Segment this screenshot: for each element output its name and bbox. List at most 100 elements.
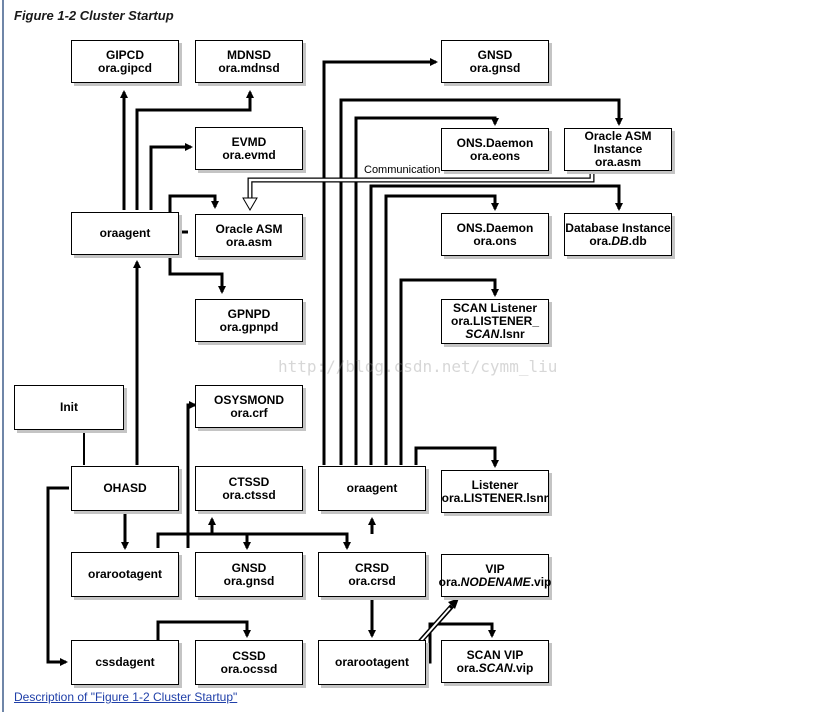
asm-left-box: Oracle ASM ora.asm bbox=[195, 214, 303, 257]
communication-arrow bbox=[242, 170, 595, 211]
scan-listener-var: SCAN bbox=[465, 327, 500, 341]
ohasd-name: OHASD bbox=[103, 481, 147, 495]
osysmond-name: OSYSMOND bbox=[213, 392, 284, 407]
mdnsd-name: MDNSD bbox=[227, 47, 271, 62]
asm-instance-line2: Instance bbox=[593, 142, 643, 156]
edge-orarootagent-scanvip bbox=[418, 622, 496, 664]
figure-title: Figure 1-2 Cluster Startup bbox=[14, 8, 174, 23]
edge-oraagent-asm bbox=[168, 194, 219, 212]
vip-var: NODENAME bbox=[460, 574, 531, 589]
gpnpd-resource: ora.gpnpd bbox=[219, 319, 279, 334]
vip-resource: ora.NODENAME.vip bbox=[438, 574, 552, 589]
db-instance-resource: ora.DB.db bbox=[589, 233, 647, 248]
asm-left-name: Oracle ASM bbox=[215, 221, 283, 236]
edge-oraagent-mdnsd bbox=[135, 90, 254, 210]
orarootagent-right-name: orarootagent bbox=[334, 655, 409, 669]
asm-left-resource: ora.asm bbox=[225, 234, 273, 249]
db-instance-prefix: ora. bbox=[589, 233, 612, 248]
ons-eons-box: ONS.Daemon ora.eons bbox=[441, 128, 549, 171]
gnsd-bottom-resource: ora.gnsd bbox=[223, 573, 275, 588]
scan-vip-name: SCAN VIP bbox=[466, 647, 524, 662]
init-name: Init bbox=[60, 400, 78, 414]
scan-listener-resource-2: SCAN.lsnr bbox=[465, 328, 524, 341]
oraagent-mid-name: oraagent bbox=[346, 481, 398, 495]
db-instance-suffix: .db bbox=[628, 233, 647, 248]
edge-oraagent-listener bbox=[414, 446, 499, 468]
cssd-box: CSSD ora.ocssd bbox=[195, 640, 303, 685]
ons-eons-name: ONS.Daemon bbox=[456, 135, 534, 150]
scan-vip-resource: ora.SCAN.vip bbox=[456, 660, 534, 675]
cssd-name: CSSD bbox=[232, 648, 266, 663]
db-instance-box: Database Instance ora.DB.db bbox=[564, 213, 672, 256]
gnsd-top-name: GNSD bbox=[477, 47, 513, 62]
edge-oraagent-db-instance bbox=[369, 184, 623, 465]
listener-resource: ora.LISTENER.lsnr bbox=[441, 490, 549, 505]
gnsd-bottom-box: GNSD ora.gnsd bbox=[195, 552, 303, 597]
gpnpd-name: GPNPD bbox=[227, 306, 271, 321]
scan-vip-var: SCAN bbox=[478, 660, 513, 675]
left-border bbox=[2, 0, 4, 712]
asm-instance-name: Oracle ASM bbox=[584, 129, 652, 143]
ctssd-resource: ora.ctssd bbox=[222, 487, 276, 502]
gnsd-top-box: GNSD ora.gnsd bbox=[441, 40, 549, 83]
ons-ons-name: ONS.Daemon bbox=[456, 220, 534, 235]
edge-orarootagent-bus bbox=[156, 532, 351, 550]
scan-listener-resource: ora.LISTENER_ bbox=[450, 314, 540, 328]
listener-box: Listener ora.LISTENER.lsnr bbox=[441, 470, 549, 513]
osysmond-resource: ora.crf bbox=[230, 405, 268, 420]
mdnsd-box: MDNSD ora.mdnsd bbox=[195, 40, 303, 83]
edge-oraagent-ons bbox=[384, 194, 499, 465]
orarootagent-left-name: orarootagent bbox=[87, 567, 162, 581]
scan-vip-prefix: ora. bbox=[456, 660, 479, 675]
evmd-name: EVMD bbox=[231, 134, 267, 149]
crsd-name: CRSD bbox=[354, 560, 389, 575]
edge-oraagent-ons-eons bbox=[354, 116, 499, 465]
ctssd-name: CTSSD bbox=[228, 474, 270, 489]
vip-box: VIP ora.NODENAME.vip bbox=[438, 554, 552, 597]
cssd-resource: ora.ocssd bbox=[220, 661, 278, 676]
watermark: http://blog.csdn.net/cymm_liu bbox=[278, 357, 558, 376]
listener-name: Listener bbox=[471, 477, 519, 492]
cssdagent-box: cssdagent bbox=[71, 640, 179, 685]
edge-oraagent-gnsd bbox=[322, 58, 438, 465]
scan-listener-suffix: .lsnr bbox=[499, 327, 525, 341]
orarootagent-right-box: orarootagent bbox=[318, 640, 426, 685]
evmd-resource: ora.evmd bbox=[222, 147, 276, 162]
edge-orarootagent-osysmond bbox=[186, 401, 197, 548]
vip-prefix: ora. bbox=[438, 574, 461, 589]
edge-ohasd-cssdagent bbox=[46, 486, 69, 666]
gipcd-box: GIPCD ora.gipcd bbox=[71, 40, 179, 83]
edge-orarootagent-vip bbox=[416, 598, 459, 646]
asm-instance-resource: ora.asm bbox=[594, 155, 642, 169]
edge-cssdagent-cssd bbox=[156, 620, 251, 640]
ctssd-box: CTSSD ora.ctssd bbox=[195, 466, 303, 511]
crsd-resource: ora.crsd bbox=[348, 573, 396, 588]
scan-listener-name: SCAN Listener bbox=[452, 301, 538, 315]
description-link[interactable]: Description of "Figure 1-2 Cluster Start… bbox=[14, 690, 238, 704]
ons-eons-resource: ora.eons bbox=[469, 148, 520, 163]
communication-label: Communication bbox=[364, 164, 441, 176]
crsd-box: CRSD ora.crsd bbox=[318, 552, 426, 597]
gpnpd-box: GPNPD ora.gpnpd bbox=[195, 299, 303, 342]
asm-instance-box: Oracle ASM Instance ora.asm bbox=[564, 128, 672, 171]
orarootagent-left-box: orarootagent bbox=[71, 552, 179, 597]
cssdagent-name: cssdagent bbox=[95, 655, 155, 669]
db-instance-var: DB bbox=[611, 233, 629, 248]
oraagent-top-box: oraagent bbox=[71, 212, 179, 255]
oraagent-top-name: oraagent bbox=[99, 226, 151, 240]
ons-ons-box: ONS.Daemon ora.ons bbox=[441, 213, 549, 256]
gnsd-top-resource: ora.gnsd bbox=[469, 60, 521, 75]
db-instance-name: Database Instance bbox=[565, 220, 671, 235]
mdnsd-resource: ora.mdnsd bbox=[218, 60, 280, 75]
ohasd-box: OHASD bbox=[71, 466, 179, 511]
gipcd-resource: ora.gipcd bbox=[97, 60, 152, 75]
edge-oraagent-scan-listener bbox=[399, 278, 499, 465]
scan-listener-box: SCAN Listener ora.LISTENER_ SCAN.lsnr bbox=[441, 299, 549, 344]
edge-oraagent-evmd bbox=[149, 143, 193, 210]
oraagent-mid-box: oraagent bbox=[318, 466, 426, 511]
evmd-box: EVMD ora.evmd bbox=[195, 127, 303, 170]
gipcd-name: GIPCD bbox=[105, 47, 144, 62]
gnsd-bottom-name: GNSD bbox=[231, 560, 267, 575]
